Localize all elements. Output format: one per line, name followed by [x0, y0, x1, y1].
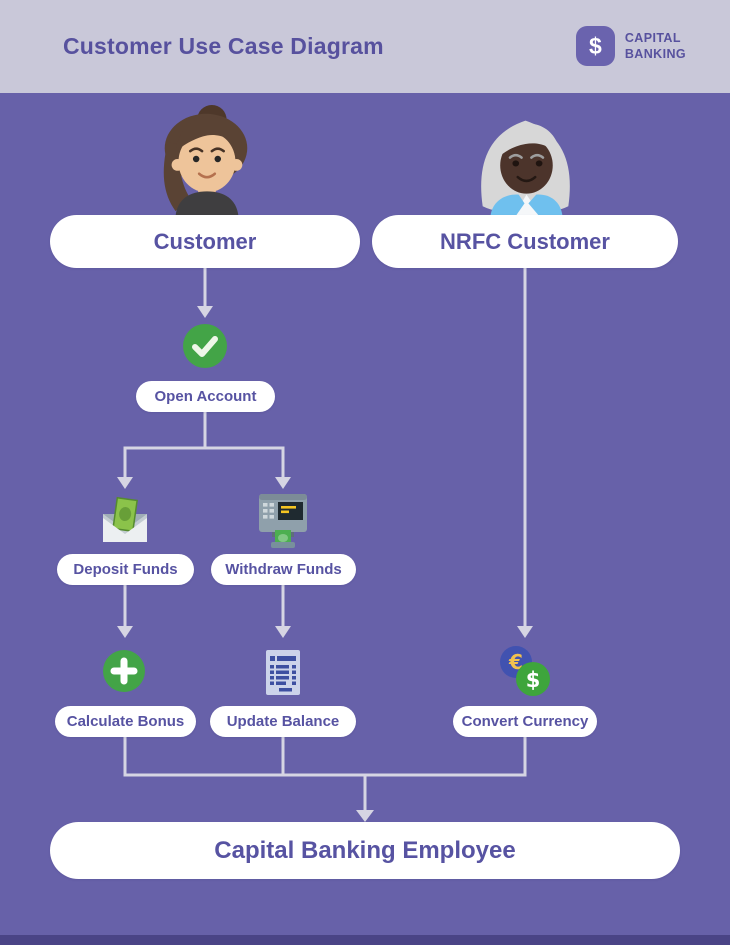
dollar-logo-icon: $: [575, 26, 615, 66]
actor-label: Customer: [153, 228, 257, 254]
use-case-label: Convert Currency: [461, 713, 589, 730]
envelope-money-icon: [103, 496, 147, 542]
plus-circle-icon: [103, 650, 145, 692]
use-case-label: Calculate Bonus: [66, 713, 185, 730]
use-case-node-convert-currency: Convert Currency: [453, 706, 597, 737]
use-case-label: Withdraw Funds: [225, 561, 342, 578]
brand-name: CAPITAL BANKING: [625, 30, 686, 63]
brand-name-line2: BANKING: [624, 47, 686, 61]
woman-brown-hair-avatar: [163, 104, 248, 216]
brand-name-line1: CAPITAL: [624, 30, 681, 45]
use-case-node-update-balance: Update Balance: [210, 706, 356, 737]
dollar-glyph: $: [526, 668, 541, 692]
use-case-label: Open Account: [154, 388, 257, 405]
woman-gray-hair-avatar: [481, 120, 570, 216]
brand-logo: $ CAPITAL BANKING: [575, 26, 686, 66]
atm-machine-icon: [259, 494, 307, 548]
actor-node-capital-banking-employee: Capital Banking Employee: [50, 822, 680, 879]
euro-glyph: €: [508, 650, 523, 674]
page-title: Customer Use Case Diagram: [63, 33, 384, 59]
statement-document-icon: [266, 650, 300, 695]
actor-label: NRFC Customer: [440, 228, 610, 254]
use-case-node-open-account: Open Account: [136, 381, 275, 412]
currency-exchange-icon: € $: [500, 646, 550, 696]
actor-node-customer: Customer: [50, 215, 360, 268]
use-case-label: Update Balance: [226, 713, 340, 730]
use-case-node-calculate-bonus: Calculate Bonus: [55, 706, 196, 737]
use-case-node-deposit-funds: Deposit Funds: [57, 554, 194, 585]
header-bar: Customer Use Case Diagram $ CAPITAL BANK…: [0, 0, 730, 93]
logo-dollar-glyph: $: [588, 32, 602, 59]
employee-label: Capital Banking Employee: [214, 836, 516, 864]
use-case-node-withdraw-funds: Withdraw Funds: [211, 554, 356, 585]
check-circle-icon: [183, 324, 227, 368]
footer-bar: [0, 935, 730, 945]
use-case-label: Deposit Funds: [73, 561, 178, 578]
actor-node-nrfc-customer: NRFC Customer: [372, 215, 678, 268]
